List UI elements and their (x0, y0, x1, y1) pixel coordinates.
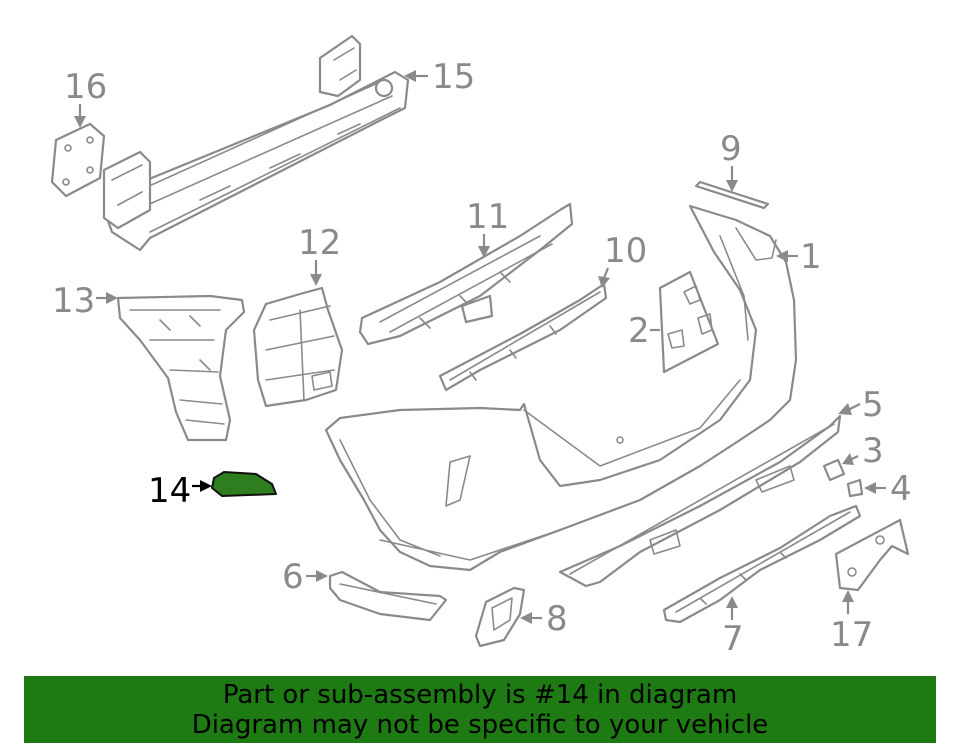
callout-15: 15 (404, 57, 475, 97)
callout-7: 7 (722, 596, 744, 659)
part-1-bumper-cover[interactable] (324, 204, 798, 572)
callout-number-6: 6 (282, 557, 304, 597)
part-6-lower-trim[interactable] (328, 570, 448, 622)
callout-5: 5 (838, 385, 884, 425)
banner-line-2: Diagram may not be specific to your vehi… (191, 710, 769, 740)
part-12-side-bracket[interactable] (252, 286, 344, 408)
callout-number-12: 12 (298, 223, 341, 263)
part-13-side-bracket[interactable] (116, 294, 246, 442)
part-9-trim-strip[interactable] (694, 180, 770, 210)
callout-12: 12 (298, 223, 341, 286)
callout-9: 9 (720, 129, 742, 192)
callout-16: 16 (64, 67, 107, 128)
banner-line-1: Part or sub-assembly is #14 in diagram (222, 680, 738, 710)
callout-number-7: 7 (722, 619, 744, 659)
callout-11: 11 (466, 197, 509, 258)
part-5-lower-strip[interactable] (558, 414, 842, 588)
callout-10: 10 (598, 231, 647, 288)
info-banner: Part or sub-assembly is #14 in diagram D… (24, 676, 936, 743)
callout-number-16: 16 (64, 67, 107, 107)
part-8-reflector-bezel[interactable] (474, 586, 526, 648)
part-10-lower-bracket[interactable] (438, 282, 608, 392)
part-11-upper-bracket[interactable] (358, 202, 574, 346)
callout-3: 3 (842, 431, 884, 471)
part-3-clip[interactable] (822, 458, 846, 482)
callout-number-2: 2 (628, 311, 650, 351)
callout-number-14: 14 (148, 471, 191, 511)
callout-6: 6 (282, 557, 328, 597)
callout-17: 17 (830, 590, 873, 655)
part-15-bumper-reinforcement[interactable] (102, 34, 410, 252)
part-14-highlighted-bracket[interactable] (211, 471, 277, 497)
callout-number-5: 5 (862, 385, 884, 425)
callout-13: 13 (52, 281, 118, 321)
part-16-plate[interactable] (50, 122, 106, 198)
part-2-panel[interactable] (658, 270, 720, 374)
callout-1: 1 (776, 237, 822, 277)
callout-number-8: 8 (546, 599, 568, 639)
part-17-side-plate[interactable] (834, 518, 910, 592)
callout-number-15: 15 (432, 57, 475, 97)
callout-14: 14 (148, 471, 212, 511)
callout-number-3: 3 (862, 431, 884, 471)
callout-8: 8 (520, 599, 568, 639)
part-4-clip[interactable] (846, 478, 864, 498)
callout-number-10: 10 (604, 231, 647, 271)
callout-number-4: 4 (890, 469, 912, 509)
callout-2: 2 (628, 311, 660, 351)
callout-number-11: 11 (466, 197, 509, 237)
callout-number-13: 13 (52, 281, 95, 321)
callout-number-1: 1 (800, 237, 822, 277)
callout-number-17: 17 (830, 615, 873, 655)
part-7-lower-diffuser[interactable] (662, 504, 862, 624)
callout-number-9: 9 (720, 129, 742, 169)
callout-4: 4 (864, 469, 912, 509)
